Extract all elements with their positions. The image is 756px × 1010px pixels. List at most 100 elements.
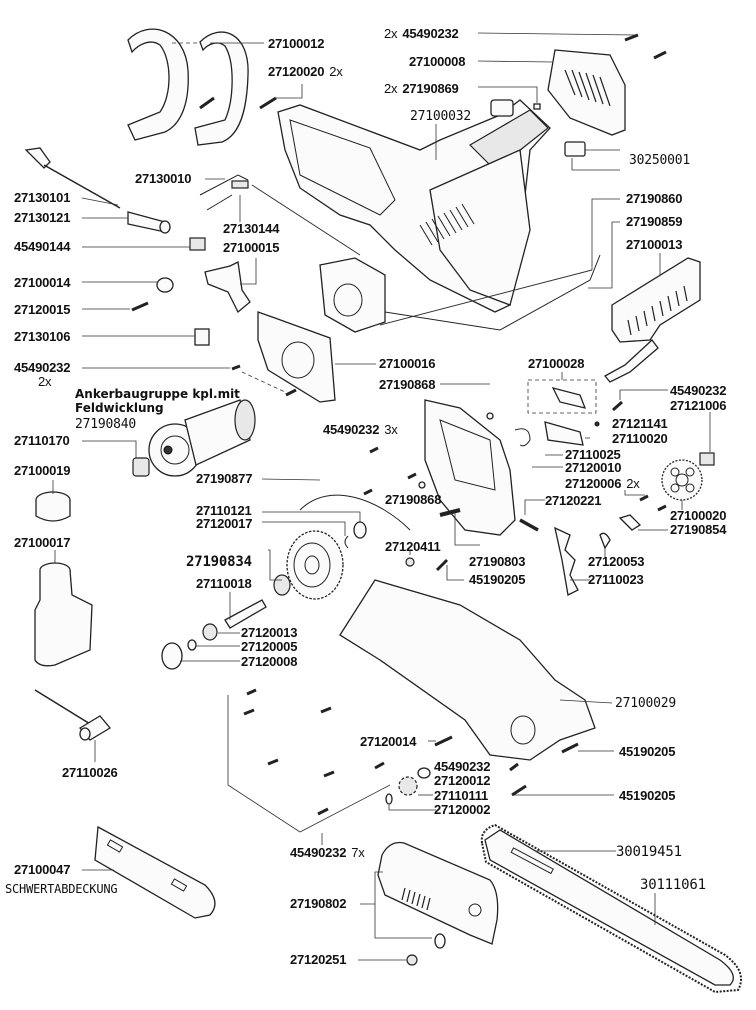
label-27100032: 27100032 xyxy=(410,109,472,124)
leader-27100015 xyxy=(240,258,257,285)
quantity: 2x xyxy=(384,81,398,96)
screws-45490232-mid xyxy=(363,446,417,496)
label-45190205-b: 45190205 xyxy=(619,744,676,759)
handle-cover-27100013 xyxy=(603,257,701,383)
power-cable-27130101 xyxy=(24,147,121,209)
valve-27190854 xyxy=(618,514,642,531)
label-27190868-a: 27190868 xyxy=(379,377,436,392)
label-30019451: 30019451 xyxy=(616,844,682,860)
bolt-27120221 xyxy=(519,518,539,532)
label-30111061: 30111061 xyxy=(640,877,706,893)
label-27100015: 27100015 xyxy=(223,240,280,255)
leader-27120221 xyxy=(524,499,545,515)
part-number: 45490232 xyxy=(402,26,459,41)
leader-45490232-top xyxy=(477,32,636,36)
label-27100029: 27100029 xyxy=(615,696,677,711)
lock-button-27100014 xyxy=(156,277,174,293)
sprocket-cover-27190802 xyxy=(377,841,499,945)
part-number: 27190869 xyxy=(402,81,459,96)
group-box-27100028 xyxy=(527,379,597,414)
nut-27120411 xyxy=(405,557,415,567)
stud-27190803 xyxy=(439,508,461,517)
label-27130106: 27130106 xyxy=(14,329,71,344)
leader-27190802a xyxy=(360,871,383,905)
leader-27110170 xyxy=(82,440,137,458)
label-27120008: 27120008 xyxy=(241,654,298,669)
spring-27120015 xyxy=(131,301,149,312)
label-27100016: 27100016 xyxy=(379,356,436,371)
field-winding xyxy=(319,257,386,333)
leader-27120017 xyxy=(262,521,346,536)
label-27120002: 27120002 xyxy=(434,802,491,817)
label-27120010: 27120010 xyxy=(565,460,622,475)
chain-30111061 xyxy=(480,823,742,994)
label-45490232-7x: 45490232 7x xyxy=(290,846,365,860)
label-27120251: 27120251 xyxy=(290,952,347,967)
leader-27190869 xyxy=(478,86,538,103)
quantity: 7x xyxy=(351,845,365,860)
leader-27190802b xyxy=(374,904,432,939)
screw-45190205-b xyxy=(561,742,579,754)
leader-27120020 xyxy=(276,84,303,99)
front-handle-right-half xyxy=(194,31,249,146)
label-27110018: 27110018 xyxy=(196,576,252,591)
screw-45490232-low xyxy=(509,762,519,772)
cable-27190860 xyxy=(379,269,593,326)
bar-cover-27100047 xyxy=(94,825,216,919)
ring-27110121 xyxy=(353,521,367,539)
armature-note-line1: Ankerbaugruppe kpl.mit xyxy=(75,387,240,401)
ring-27120002 xyxy=(385,793,393,805)
screw-27120014 xyxy=(434,735,453,747)
label-27120014: 27120014 xyxy=(360,734,417,749)
label-27100028: 27100028 xyxy=(528,356,585,371)
rear-cover-27100008 xyxy=(547,49,626,136)
label-27100008: 27100008 xyxy=(409,54,466,69)
label-27190868-b: 27190868 xyxy=(385,492,442,507)
label-45190205-a: 45190205 xyxy=(469,572,526,587)
bushing-27120013 xyxy=(202,623,218,641)
trigger-27100015 xyxy=(204,261,251,314)
oil-hose-27190877 xyxy=(299,494,411,531)
part-number: 45490232 xyxy=(290,845,347,860)
pin-27190868-b xyxy=(418,481,426,489)
label-27130144: 27130144 xyxy=(223,221,280,236)
gear-cover-27100029 xyxy=(339,579,596,761)
leader-27190834 xyxy=(268,549,282,581)
leader-27120006 xyxy=(624,490,645,496)
bearing-27120008 xyxy=(161,642,183,670)
label-27100020: 27100020 xyxy=(670,508,727,523)
leader-27190877 xyxy=(261,478,321,481)
leader-27120002 xyxy=(388,805,436,811)
guide-bar-30019451 xyxy=(480,823,742,994)
label-30250001: 30250001 xyxy=(629,153,691,168)
pin-27190868-a xyxy=(486,412,494,420)
wires-27130010 xyxy=(199,174,361,256)
label-27120221: 27120221 xyxy=(545,493,602,508)
label-27121006: 27121006 xyxy=(670,398,727,413)
label-27190803: 27190803 xyxy=(469,554,526,569)
leader-27190859 xyxy=(588,221,620,289)
leader-27110121 xyxy=(262,511,361,522)
screws-27120006 xyxy=(639,494,667,512)
label-27100012: 27100012 xyxy=(268,36,325,51)
quantity: 2x xyxy=(626,476,640,491)
bar-wrench-27110026 xyxy=(34,689,111,741)
armature-note-line2: Feldwicklung xyxy=(75,401,164,415)
label-27110026: 27110026 xyxy=(62,765,118,780)
front-handle-left-half xyxy=(127,28,189,141)
nut-27120251 xyxy=(406,954,418,966)
part-number: 27120020 xyxy=(268,64,325,79)
label-45490232-right: 45490232 xyxy=(670,383,727,398)
screw-27120020 xyxy=(199,96,277,110)
label-27190859: 27190859 xyxy=(626,214,683,229)
label-27100013: 27100013 xyxy=(626,237,683,252)
gear-27190834 xyxy=(273,530,344,600)
screw-45490232-right xyxy=(612,400,623,412)
label-27190860: 27190860 xyxy=(626,191,683,206)
label-27120411: 27120411 xyxy=(385,539,441,554)
